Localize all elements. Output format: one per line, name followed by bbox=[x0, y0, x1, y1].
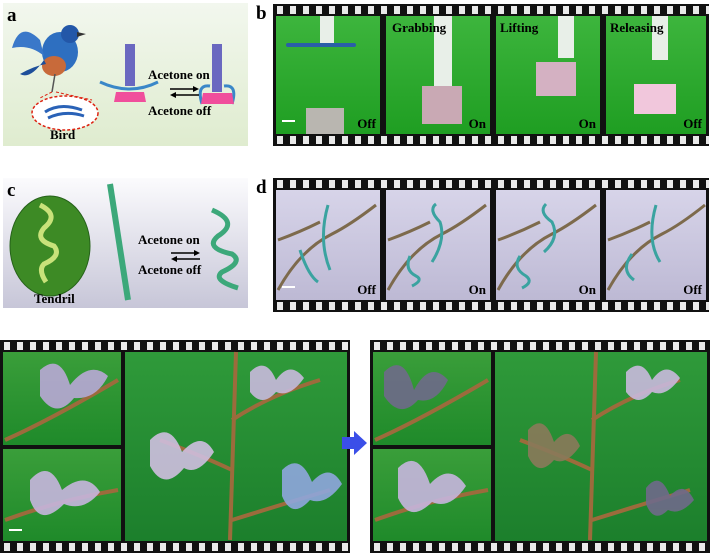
panel-label-c: c bbox=[7, 180, 16, 201]
panel-b-state-1: Off bbox=[357, 116, 376, 131]
panel-d-frame-1: Off bbox=[276, 190, 380, 300]
panel-c-acetone-off: Acetone off bbox=[138, 262, 202, 277]
panel-b-state-3: On bbox=[578, 116, 596, 131]
panel-d-frame-3: On bbox=[496, 190, 600, 300]
panel-c-tendril-label: Tendril bbox=[34, 291, 75, 306]
panel-b-caption-4: Releasing bbox=[610, 20, 664, 35]
panel-b-frame-3: Lifting On bbox=[496, 16, 600, 134]
panel-a-bird-label: Bird bbox=[50, 127, 76, 142]
panel-e-left-bottom-frame bbox=[3, 449, 121, 541]
panel-c-illustration bbox=[9, 183, 239, 301]
panel-b-frame-2: Grabbing On bbox=[386, 16, 490, 134]
panel-b-state-2: On bbox=[468, 116, 486, 131]
panel-d-state-2: On bbox=[468, 282, 486, 297]
panel-b-caption-3: Lifting bbox=[500, 20, 539, 35]
panel-e-left-top-frame bbox=[3, 352, 121, 445]
panel-e-right-main-frame bbox=[495, 352, 707, 541]
panel-e-filmstrip-right bbox=[370, 340, 710, 553]
panel-e-right-top-frame bbox=[373, 352, 491, 445]
panel-e-filmstrip-left bbox=[0, 340, 350, 553]
panel-b-state-4: Off bbox=[683, 116, 702, 131]
panel-e-left-main-frame bbox=[125, 352, 347, 541]
panel-d-state-3: On bbox=[578, 282, 596, 297]
panel-d-filmstrip: Off On On Off bbox=[273, 178, 709, 312]
panel-c-acetone-on: Acetone on bbox=[138, 232, 200, 247]
panel-label-b: b bbox=[256, 3, 267, 24]
panel-a-acetone-off: Acetone off bbox=[148, 103, 212, 118]
panel-d-frame-4: Off bbox=[606, 190, 706, 300]
panel-d-frame-2: On bbox=[386, 190, 490, 300]
straight-strip bbox=[107, 183, 131, 301]
panel-d-state-4: Off bbox=[683, 282, 702, 297]
panel-b-frame-4: Releasing Off bbox=[606, 16, 706, 134]
panel-b-filmstrip: Off Grabbing On Lifting On Releasing Off bbox=[273, 4, 709, 146]
panel-a-acetone-on: Acetone on bbox=[148, 67, 210, 82]
transition-arrow bbox=[340, 428, 370, 458]
panel-e-right-bottom-frame bbox=[373, 449, 491, 541]
helix-strip bbox=[210, 207, 239, 291]
panel-d-state-1: Off bbox=[357, 282, 376, 297]
panel-label-a: a bbox=[7, 5, 17, 26]
panel-label-d: d bbox=[256, 177, 267, 198]
bird-illustration bbox=[12, 25, 86, 93]
panel-b-frame-1: Off bbox=[276, 16, 380, 134]
panel-a-illustration bbox=[12, 25, 236, 131]
panel-b-caption-2: Grabbing bbox=[392, 20, 447, 35]
